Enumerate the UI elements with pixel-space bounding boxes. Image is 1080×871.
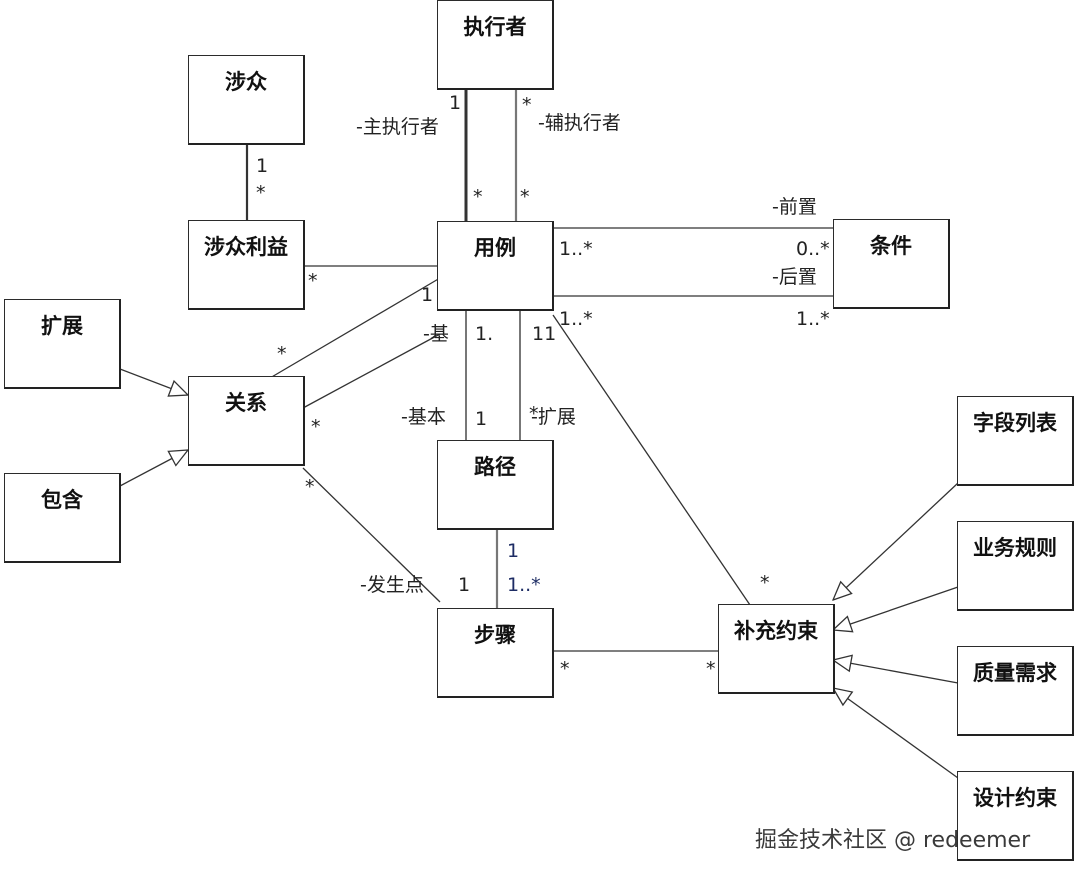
- class-field-list: 字段列表: [957, 396, 1074, 486]
- class-stakeholder-interest-title: 涉众利益: [204, 235, 288, 259]
- class-extend: 扩展: [4, 299, 121, 389]
- class-step: 步骤: [437, 608, 554, 698]
- class-business-rule-title: 业务规则: [973, 536, 1057, 560]
- mult-interest-top-end: *: [256, 182, 266, 204]
- generalization-field-list: [833, 482, 959, 600]
- assoc-relation-step: [302, 467, 441, 603]
- class-stakeholder-title: 涉众: [225, 70, 267, 94]
- class-condition: 条件: [833, 219, 950, 309]
- class-actor-title: 执行者: [463, 15, 527, 39]
- generalization-business-rule: [833, 586, 959, 630]
- class-path: 路径: [437, 440, 554, 530]
- mult-interest-usecase-end: *: [308, 270, 318, 292]
- class-stakeholder: 涉众: [188, 55, 305, 145]
- class-quality-requirement-title: 质量需求: [973, 661, 1057, 685]
- mult-step-occurrence-end: 1: [458, 574, 471, 596]
- mult-path-extension-end: *: [529, 403, 539, 425]
- generalization-extend: [119, 368, 188, 395]
- mult-usecase-constraint-end: 11: [532, 323, 557, 345]
- mult-actor-secondary-end: *: [522, 94, 532, 116]
- mult-constraint-usecase-end: *: [760, 572, 770, 594]
- role-extension-path: -扩展: [531, 406, 576, 428]
- class-supplementary-constraint-title: 补充约束: [734, 619, 818, 643]
- mult-usecase-condition-end: 1..*: [559, 238, 593, 260]
- class-path-title: 路径: [474, 455, 516, 479]
- class-stakeholder-interest: 涉众利益: [188, 220, 305, 310]
- mult-usecase-primary-end: *: [473, 186, 483, 208]
- mult-usecase-relation-end: 1: [421, 284, 434, 306]
- class-business-rule: 业务规则: [957, 521, 1074, 611]
- assoc-relation-usecase: [269, 277, 441, 379]
- class-include-title: 包含: [41, 488, 83, 512]
- mult-relation-usecase-end: *: [277, 343, 287, 365]
- mult-condition-pre-end: 0..*: [796, 238, 830, 260]
- assoc-relation-base: [302, 333, 441, 409]
- class-extend-title: 扩展: [41, 314, 83, 338]
- role-secondary-actor: -辅执行者: [538, 112, 621, 134]
- mult-step-constraint-end: *: [560, 658, 570, 680]
- role-precondition: -前置: [772, 196, 817, 218]
- mult-path-base-end: 1: [475, 408, 488, 430]
- class-use-case-title: 用例: [474, 236, 516, 260]
- mult-constraint-step-end: *: [706, 658, 716, 680]
- assoc-usecase-constraint: [552, 314, 751, 606]
- class-include: 包含: [4, 473, 121, 563]
- mult-relation-base-end: *: [311, 416, 321, 438]
- generalization-design: [833, 688, 959, 779]
- class-design-constraint-title: 设计约束: [973, 786, 1057, 810]
- class-design-constraint: 设计约束: [957, 771, 1074, 861]
- class-supplementary-constraint: 补充约束: [718, 604, 835, 694]
- generalization-quality: [833, 660, 959, 684]
- mult-step-path-end: 1..*: [507, 574, 541, 596]
- class-relation-title: 关系: [225, 391, 267, 415]
- role-primary-actor: -主执行者: [356, 116, 439, 138]
- class-condition-title: 条件: [870, 234, 912, 258]
- mult-path-step-end: 1: [507, 540, 520, 562]
- role-postcondition: -后置: [772, 266, 817, 288]
- class-relation: 关系: [188, 376, 305, 466]
- mult-usecase-base-path-end: 1.: [475, 323, 494, 345]
- mult-relation-step-end: *: [305, 476, 315, 498]
- class-use-case: 用例: [437, 221, 554, 311]
- role-occurrence-point: -发生点: [360, 574, 424, 596]
- class-field-list-title: 字段列表: [973, 411, 1057, 435]
- mult-usecase-bottom-right-end: 1..*: [559, 308, 593, 330]
- mult-usecase-secondary-end: *: [520, 186, 530, 208]
- mult-stakeholder-end: 1: [256, 155, 269, 177]
- class-step-title: 步骤: [474, 623, 516, 647]
- watermark: 掘金技术社区 @ redeemer: [755, 828, 1031, 853]
- mult-condition-post-end: 1..*: [796, 308, 830, 330]
- class-quality-requirement: 质量需求: [957, 646, 1074, 736]
- class-actor: 执行者: [437, 0, 554, 90]
- mult-actor-primary-end: 1: [449, 92, 462, 114]
- role-base: -基: [423, 323, 449, 345]
- generalization-include: [119, 450, 188, 487]
- role-base-path: -基本: [401, 406, 446, 428]
